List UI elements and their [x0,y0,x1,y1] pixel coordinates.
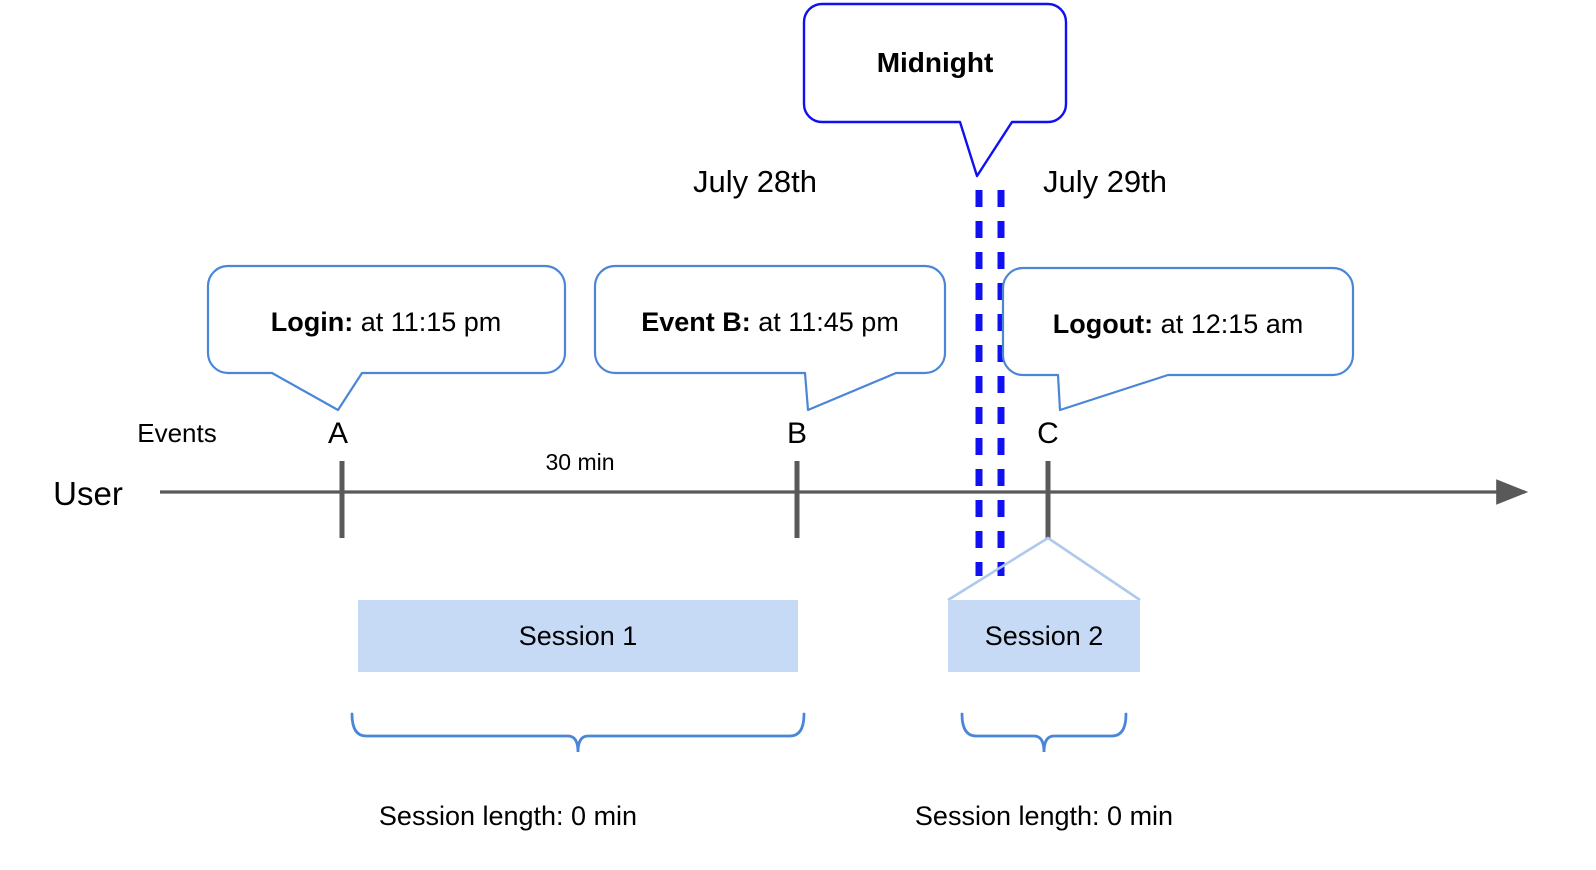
login-callout-detail: at 11:15 pm [353,307,501,337]
logout-callout-text: Logout: at 12:15 am [1053,309,1304,339]
session-2-box [948,600,1140,672]
midnight-callout: Midnight [802,2,1068,178]
login-callout-text: Login: at 11:15 pm [271,307,502,337]
session-1-brace-path [350,712,806,753]
session-1-box [358,600,798,672]
event-callout-logout: Logout: at 12:15 am [1001,266,1355,412]
date-label-july-29: July 29th [1043,164,1167,199]
session-2-brace [960,712,1128,753]
event-b-callout-detail: at 11:45 pm [751,307,899,337]
session-2-length-label: Session length: 0 min [915,801,1173,831]
logout-callout-detail: at 12:15 am [1153,309,1303,339]
user-row-label: User [53,475,123,512]
timeline-axis [160,461,1529,538]
event-callout-login: Login: at 11:15 pm [206,264,567,412]
session-2-funnel [947,536,1141,602]
login-callout-lead: Login: [271,307,353,337]
login-callout-bubble [206,264,567,412]
event-callout-event-b: Event B: at 11:45 pm [593,264,947,412]
session-1-brace [350,712,806,753]
tick-letter-b: B [787,417,807,450]
session-1-length-label: Session length: 0 min [379,801,637,831]
tick-letter-c: C [1037,417,1059,450]
session-2-funnel-lines [947,536,1141,602]
event-b-callout-bubble [593,264,947,412]
logout-callout-lead: Logout: [1053,309,1153,339]
logout-callout-bubble [1001,266,1355,412]
midnight-label: Midnight [877,47,994,78]
date-label-july-28: July 28th [693,164,817,199]
event-b-callout-text: Event B: at 11:45 pm [641,307,899,337]
session-1-box-group: Session 1 [358,600,798,672]
duration-label-30-min: 30 min [545,449,614,475]
event-b-callout-lead: Event B: [641,307,751,337]
midnight-callout-bubble [802,2,1068,178]
events-row-label: Events [137,418,217,448]
midnight-divider-lines [975,190,1005,576]
session-2-brace-path [960,712,1128,753]
session-1-label: Session 1 [519,621,638,651]
session-2-box-group: Session 2 [948,600,1140,672]
tick-letter-a: A [328,417,348,450]
session-2-label: Session 2 [985,621,1104,651]
